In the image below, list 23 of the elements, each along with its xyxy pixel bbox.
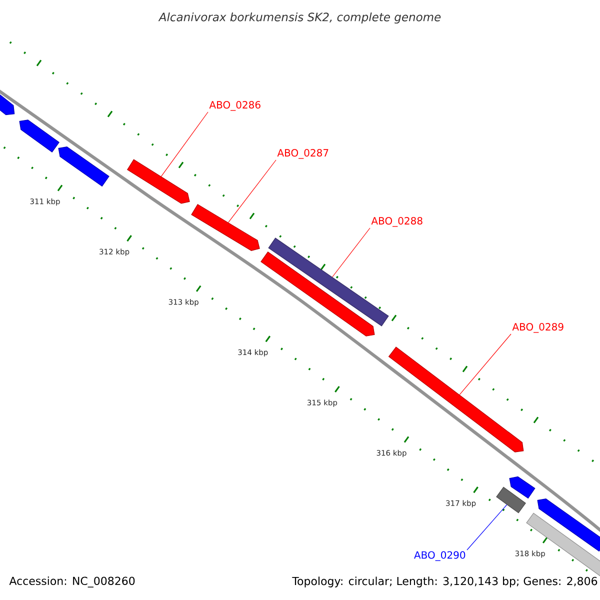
gene-label: ABO_0286 <box>209 101 260 111</box>
accession-text: Accession: NC_008260 <box>9 576 135 588</box>
leader-line <box>332 228 370 278</box>
genome-info-text: Topology: circular; Length: 3,120,143 bp; Genes: 2,806 <box>292 576 598 588</box>
gene-label: ABO_0288 <box>371 217 422 227</box>
gene-feature <box>496 486 526 514</box>
gene-feature <box>58 146 110 187</box>
gene-label: ABO_0287 <box>277 149 328 159</box>
gene-feature <box>260 251 375 336</box>
leader-line <box>160 112 208 177</box>
gene-feature <box>0 92 15 116</box>
leader-line <box>459 334 512 395</box>
gene-feature <box>126 159 190 204</box>
gene-feature <box>509 476 536 499</box>
gene-feature <box>19 120 60 153</box>
gene-feature <box>268 238 389 326</box>
leader-line <box>228 160 276 223</box>
gene-label: ABO_0289 <box>512 323 564 333</box>
leader-line <box>466 504 508 550</box>
gene-label: ABO_0290 <box>414 551 466 561</box>
title: Alcanivorax borkumensis SK2, complete genome <box>158 12 441 24</box>
gene-feature <box>537 498 600 552</box>
gene-feature <box>191 204 260 251</box>
